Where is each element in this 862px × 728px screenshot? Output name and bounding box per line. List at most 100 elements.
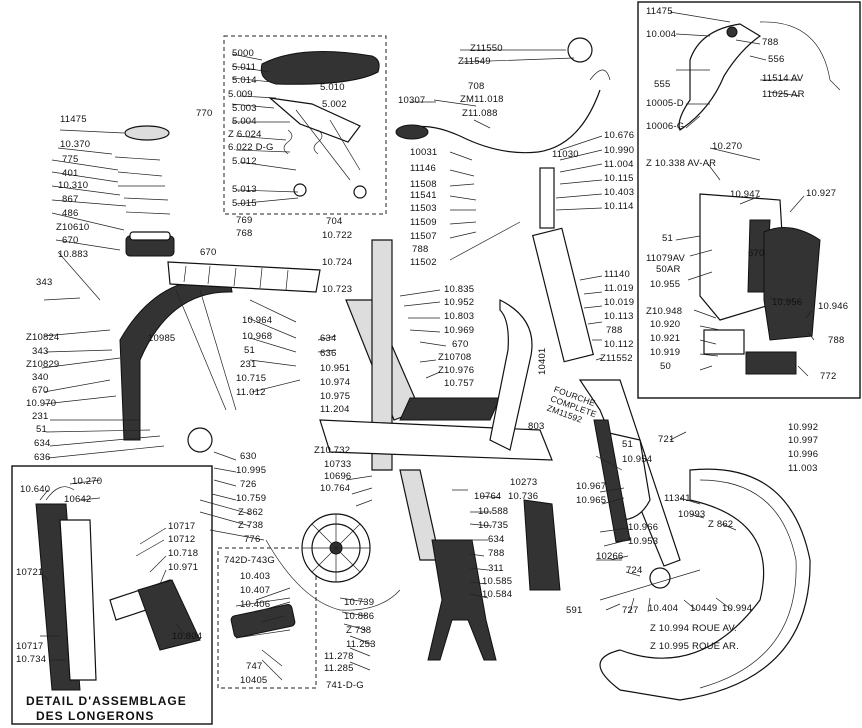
- callout-10967: 10.967: [576, 481, 607, 492]
- callout-776: 776: [244, 534, 261, 545]
- callout-11509: 11509: [410, 217, 437, 228]
- callout-10401: 10401: [537, 347, 548, 375]
- callout-z10829: Z10829: [26, 359, 60, 370]
- callout-10985: 10985: [148, 333, 176, 344]
- callout-10270-detail: 10.270: [72, 476, 103, 487]
- callout-z11088: Z11.088: [462, 108, 498, 119]
- callout-768-top: 768: [236, 228, 253, 239]
- callout-721: 721: [658, 434, 675, 445]
- callout-10405: 10405: [240, 675, 268, 686]
- callout-10996: 10.996: [788, 449, 819, 460]
- chainwheel-icon: [187, 427, 401, 611]
- callout-11502: 11502: [410, 257, 437, 268]
- brake-lever-icon: [678, 21, 841, 131]
- callout-11503: 11503: [410, 203, 437, 214]
- callout-708: 708: [468, 81, 485, 92]
- callout-343-b: 343: [32, 346, 49, 357]
- callout-772: 772: [820, 371, 837, 382]
- frame-icon: [319, 239, 553, 561]
- callout-z10732: Z10.732: [314, 445, 351, 456]
- callout-10975: 10.975: [320, 391, 351, 402]
- callout-747: 747: [246, 661, 263, 672]
- callout-11341: 11341: [664, 493, 691, 504]
- callout-10642: 10642: [64, 494, 92, 505]
- callout-10113: 10.113: [604, 311, 634, 322]
- callout-10947: 10.947: [730, 189, 761, 200]
- callout-10004: 10.004: [646, 29, 677, 40]
- callout-5002: 5.002: [322, 99, 347, 110]
- callout-6022: 6.022 D-G: [228, 142, 274, 153]
- callout-11507: 11507: [410, 231, 437, 242]
- callout-10883: 10.883: [58, 249, 89, 260]
- callout-10919: 10.919: [650, 347, 681, 358]
- callout-10406: 10.406: [240, 599, 271, 610]
- callout-11079av: 11079AV: [646, 253, 686, 264]
- callout-5014: 5.014: [232, 75, 257, 86]
- callout-z10948: Z10.948: [646, 306, 683, 317]
- callout-10585: 10.585: [482, 576, 513, 587]
- callout-10404: 10.404: [648, 603, 679, 614]
- callout-z11549: Z11549: [458, 56, 491, 67]
- callout-10403-mid: 10.403: [604, 187, 635, 198]
- callout-z11550: Z11550: [470, 43, 503, 54]
- rear-mudguard-icon: [119, 261, 321, 441]
- callout-486: 486: [62, 208, 79, 219]
- callout-10640: 10.640: [20, 484, 51, 495]
- longeron-detail-icon: [35, 486, 201, 691]
- longerons-title-line1: DETAIL D'ASSEMBLAGE: [26, 694, 187, 708]
- callout-670-inset: 670: [748, 248, 765, 259]
- callout-10886: 10.886: [344, 611, 375, 622]
- callout-770: 770: [196, 108, 213, 119]
- callout-591: 591: [566, 605, 583, 616]
- callout-10115: 10.115: [604, 173, 634, 184]
- callout-11019: 11.019: [604, 283, 634, 294]
- callout-10954: 10.954: [622, 454, 653, 465]
- callout-51-left: 51: [36, 424, 47, 435]
- callout-10803: 10.803: [444, 311, 475, 322]
- callout-10759: 10.759: [236, 493, 267, 504]
- callout-10266: 10266: [596, 551, 624, 562]
- callout-10717-a: 10717: [168, 521, 196, 532]
- callout-726: 726: [240, 479, 257, 490]
- callout-10956: 10.956: [772, 297, 803, 308]
- saddle-group-frame: [223, 35, 387, 215]
- callout-10764-b: 10764: [474, 491, 502, 502]
- callout-10718: 10.718: [168, 548, 199, 559]
- callout-50: 50: [660, 361, 671, 372]
- callout-z11552: Z11552: [600, 353, 633, 364]
- callout-10974: 10.974: [320, 377, 351, 388]
- callout-11514-av: 11514 AV: [762, 73, 804, 84]
- callout-10722: 10.722: [322, 230, 353, 241]
- callout-775: 775: [62, 154, 79, 165]
- callout-10951: 10.951: [320, 363, 351, 374]
- callout-11012: 11.012: [236, 387, 266, 398]
- callout-10757: 10.757: [444, 378, 475, 389]
- callout-11004: 11.004: [604, 159, 634, 170]
- callout-z862-left: Z 862: [238, 507, 264, 518]
- callout-11285: 11.285: [324, 663, 354, 674]
- callout-10449: 10449: [690, 603, 718, 614]
- callout-10739: 10.739: [344, 597, 375, 608]
- callout-10005-d: 10005-D: [646, 98, 684, 109]
- callout-556: 556: [768, 54, 785, 65]
- pedal-icon: [230, 597, 296, 639]
- front-wheel-icon: [523, 468, 811, 701]
- callout-z10824: Z10824: [26, 332, 60, 343]
- callout-50ar: 50AR: [656, 264, 681, 275]
- callout-10970: 10.970: [26, 398, 57, 409]
- callout-10019: 10.019: [604, 297, 635, 308]
- callout-636-left: 636: [34, 452, 51, 463]
- callout-10966: 10.966: [628, 522, 659, 533]
- callout-670-b: 670: [32, 385, 49, 396]
- callout-10723: 10.723: [322, 284, 353, 295]
- callout-724: 724: [626, 565, 643, 576]
- front-fork-icon: [578, 379, 681, 567]
- callout-10964: 10.964: [242, 315, 273, 326]
- callout-10712: 10712: [168, 534, 196, 545]
- callout-10588: 10.588: [478, 506, 509, 517]
- callout-5000: 5000: [232, 48, 254, 59]
- callout-727: 727: [622, 605, 639, 616]
- callout-10927: 10.927: [806, 188, 837, 199]
- brake-caliper-icon: [699, 193, 821, 375]
- callout-5009: 5.009: [228, 89, 253, 100]
